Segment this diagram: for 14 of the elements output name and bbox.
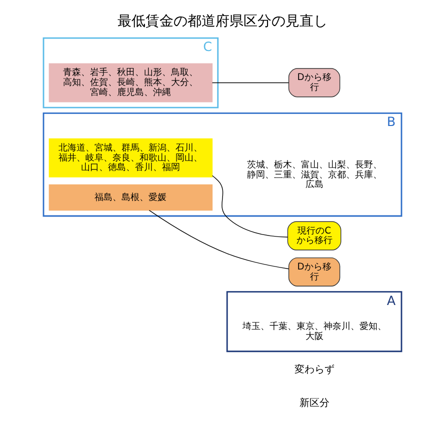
connector <box>212 82 289 84</box>
label: 新区分 <box>299 398 330 409</box>
connector <box>212 175 288 238</box>
node-box: 青森、岩手、秋田、山形、鳥取、高知、佐賀、長崎、熊本、大分、宮崎、鹿児島、沖縄 <box>48 63 213 102</box>
node-box: 現行のCから移行 <box>287 221 342 250</box>
node-box: Dから移行 <box>288 257 340 287</box>
connector <box>148 210 290 270</box>
node-box: 福島、島根、愛媛 <box>48 184 213 211</box>
node-box: Dから移行 <box>288 68 340 98</box>
node-text: 茨城、栃木、富山、山梨、長野、静岡、三重、滋賀、京都、兵庫、広島 <box>246 159 382 190</box>
node-box: 北海道、宮城、群馬、新潟、石川、福井、岐阜、奈良、和歌山、岡山、山口、徳島、香川、福岡 <box>48 138 213 178</box>
node-text: 埼玉、千葉、東京、神奈川、愛知、大阪 <box>242 320 386 342</box>
diagram-title: 最低賃金の都道府県区分の見直し <box>118 13 328 30</box>
label: 変わらず <box>294 364 334 376</box>
